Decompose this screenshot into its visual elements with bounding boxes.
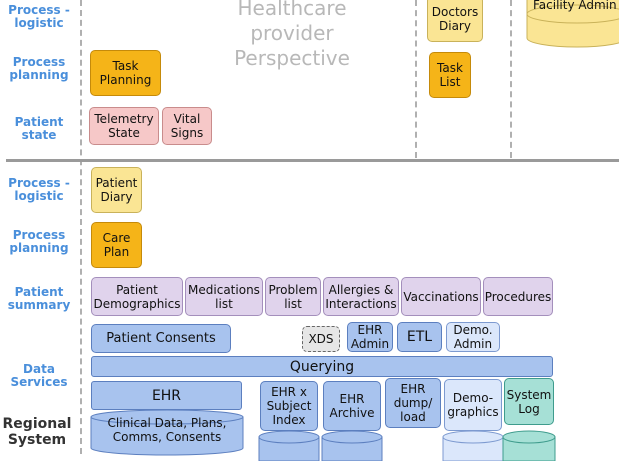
clinical-data-label: Clinical Data, Plans,Comms, Consents (107, 416, 227, 444)
label-process-logistic-top: Process -logistic (8, 3, 70, 30)
procedures-box[interactable]: Procedures (483, 277, 553, 316)
facility-admin-cylinder[interactable] (526, 0, 619, 50)
allergies-interactions-box[interactable]: Allergies &Interactions (323, 277, 399, 316)
patient-consents-box[interactable]: Patient Consents (91, 324, 231, 353)
lane-divider-left (80, 0, 82, 454)
demo-admin-box[interactable]: Demo.Admin (446, 322, 500, 352)
section-separator (6, 159, 619, 162)
demographics-box[interactable]: Demo-graphics (444, 379, 502, 431)
clinical-data-cylinder[interactable] (90, 409, 244, 456)
ehr-box[interactable]: EHR (91, 381, 242, 410)
etl-box[interactable]: ETL (397, 322, 442, 352)
querying-bar[interactable]: Querying (91, 356, 553, 377)
vaccinations-box[interactable]: Vaccinations (401, 277, 481, 316)
ehr-archive-cylinder (321, 430, 383, 461)
xds-box[interactable]: XDS (302, 326, 340, 352)
facility-admin-label: Facility Admin (533, 0, 617, 12)
lane-divider-mid (415, 0, 417, 158)
system-log-cylinder (502, 430, 556, 461)
lane-divider-right (510, 0, 512, 158)
demographics-cylinder (442, 430, 504, 461)
ehr-subject-index-cylinder (258, 430, 320, 461)
label-process-logistic-bottom: Process -logistic (8, 176, 70, 203)
